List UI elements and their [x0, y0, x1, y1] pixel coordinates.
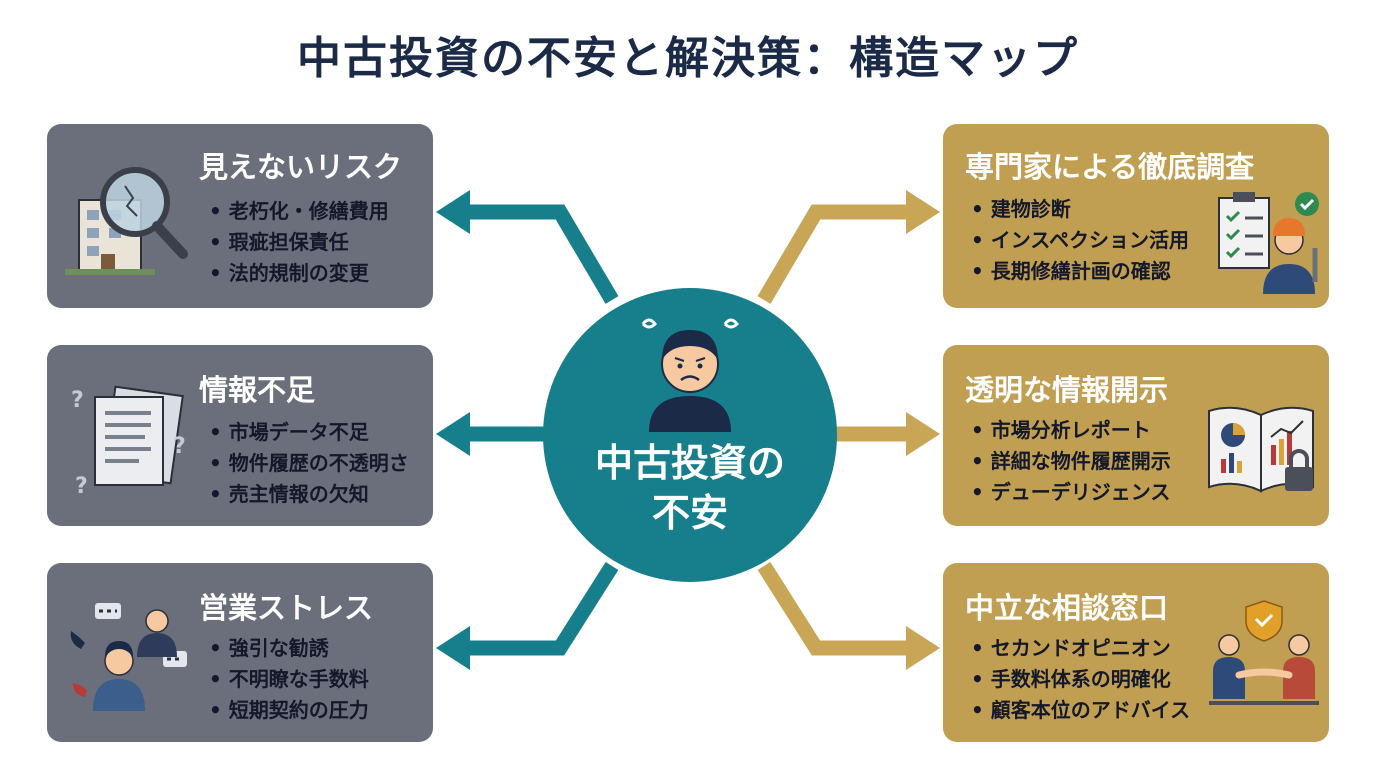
problem-card-hidden-risk: 見えないリスク 老朽化・修繕費用 瑕疵担保責任 法的規制の変更: [47, 124, 433, 308]
arrow-to-hidden-risk: [470, 204, 619, 304]
list-item: 詳細な物件履歴開示: [971, 446, 1171, 477]
inspector-checklist-icon: [1218, 192, 1319, 294]
list-item: 老朽化・修繕費用: [209, 196, 389, 227]
handshake-shield-icon: [1209, 600, 1319, 705]
card-item-list: 老朽化・修繕費用 瑕疵担保責任 法的規制の変更: [209, 196, 389, 289]
card-title: 営業ストレス: [199, 591, 374, 625]
page-title: 中古投資の不安と解決策：構造マップ: [297, 33, 1079, 84]
card-title: 情報不足: [199, 373, 316, 407]
arrowhead-hidden-risk: [436, 190, 470, 234]
card-title: 見えないリスク: [199, 150, 403, 184]
arrow-to-sales-stress: [470, 561, 619, 656]
center-label-line2: 不安: [651, 491, 728, 535]
arrow-to-neutral-consult: [757, 561, 906, 656]
problem-card-sales-stress: 営業ストレス 強引な勧誘 不明瞭な手数料 短期契約の圧力: [47, 563, 433, 742]
list-item: デューデリジェンス: [971, 477, 1171, 508]
center-label-line1: 中古投資の: [594, 441, 785, 485]
solution-card-expert-survey: 専門家による徹底調査 建物診断 インスペクション活用 長期修繕計画の確認: [943, 124, 1329, 308]
solution-card-neutral-consult: 中立な相談窓口 セカンドオピニオン 手数料体系の明確化 顧客本位のアドバイス: [943, 563, 1329, 742]
documents-question-icon: ? ? ?: [71, 385, 186, 499]
arrowhead-transparent-info: [906, 412, 940, 456]
center-label: 中古投資の 不安: [543, 438, 837, 538]
list-item: 建物診断: [971, 194, 1189, 225]
svg-text:?: ?: [71, 388, 84, 413]
solution-card-transparent-info: 透明な情報開示 市場分析レポート 詳細な物件履歴開示 デューデリジェンス: [943, 345, 1329, 526]
list-item: 不明瞭な手数料: [209, 664, 369, 695]
list-item: 物件履歴の不透明さ: [209, 448, 409, 479]
list-item: セカンドオピニオン: [971, 633, 1190, 664]
card-title: 中立な相談窓口: [965, 591, 1169, 625]
worried-person-icon: [641, 318, 739, 432]
list-item: 顧客本位のアドバイス: [971, 695, 1190, 726]
card-item-list: 市場データ不足 物件履歴の不透明さ 売主情報の欠知: [209, 417, 409, 510]
card-item-list: セカンドオピニオン 手数料体系の明確化 顧客本位のアドバイス: [971, 633, 1190, 726]
card-item-list: 市場分析レポート 詳細な物件履歴開示 デューデリジェンス: [971, 415, 1171, 508]
arrowhead-info-shortage: [436, 412, 470, 456]
svg-text:?: ?: [173, 434, 186, 459]
list-item: 瑕疵担保責任: [209, 227, 389, 258]
report-book-lock-icon: [1208, 406, 1314, 493]
card-title: 専門家による徹底調査: [965, 150, 1255, 184]
card-item-list: 強引な勧誘 不明瞭な手数料 短期契約の圧力: [209, 633, 369, 726]
list-item: 短期契約の圧力: [209, 695, 369, 726]
arrow-to-expert-survey: [757, 204, 906, 304]
list-item: 市場データ不足: [209, 417, 409, 448]
arrowhead-expert-survey: [906, 190, 940, 234]
arrowhead-sales-stress: [436, 626, 470, 670]
problem-card-info-shortage: ? ? ? 情報不足 市場データ不足 物件履歴の不透明さ 売主情報の欠知: [47, 345, 433, 526]
arrowhead-neutral-consult: [906, 626, 940, 670]
list-item: 手数料体系の明確化: [971, 664, 1190, 695]
list-item: 法的規制の変更: [209, 258, 389, 289]
card-item-list: 建物診断 インスペクション活用 長期修繕計画の確認: [971, 194, 1189, 287]
sales-pressure-icon: [70, 603, 187, 711]
list-item: 売主情報の欠知: [209, 479, 409, 510]
list-item: インスペクション活用: [971, 225, 1189, 256]
cracked-building-magnifier-icon: [65, 167, 188, 275]
list-item: 市場分析レポート: [971, 415, 1171, 446]
svg-text:?: ?: [75, 474, 88, 499]
list-item: 長期修繕計画の確認: [971, 256, 1189, 287]
card-title: 透明な情報開示: [965, 373, 1169, 407]
center-node: 中古投資の 不安: [543, 288, 837, 582]
list-item: 強引な勧誘: [209, 633, 369, 664]
